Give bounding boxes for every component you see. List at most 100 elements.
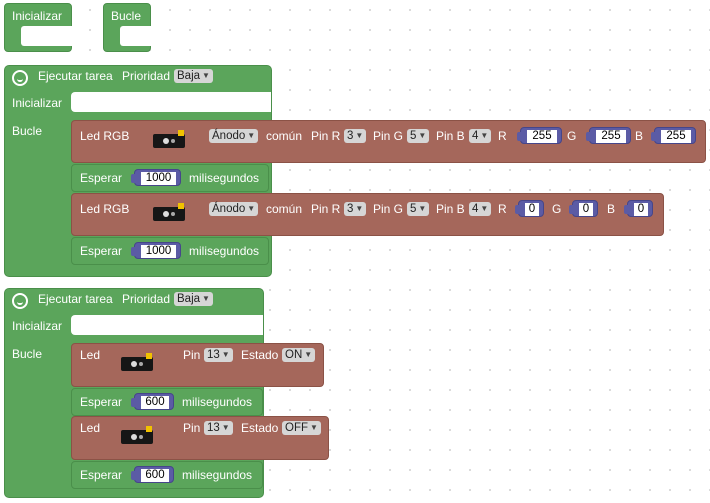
g-value[interactable]: 255	[596, 130, 626, 143]
pin-r-label: Pin R	[311, 129, 341, 143]
state-dropdown[interactable]: ON▼	[282, 348, 316, 362]
led-rgb-block-2[interactable]: Led RGB Ánodo▼ común Pin R 3▼ Pin G 5▼ P…	[71, 193, 664, 236]
pin-dropdown[interactable]: 13▼	[204, 348, 233, 362]
bucle-block-label: Bucle	[111, 9, 142, 23]
pin-b-value: 4	[472, 130, 479, 142]
pin-b-dropdown[interactable]: 4▼	[469, 202, 492, 216]
chevron-down-icon: ▼	[202, 294, 210, 303]
pin-value: 13	[207, 422, 220, 434]
r-value[interactable]: 255	[527, 130, 557, 143]
g-number-block[interactable]: 0	[569, 200, 598, 217]
state-value: ON	[285, 349, 303, 361]
common-label: común	[266, 129, 303, 143]
r-label: R	[498, 202, 507, 216]
wait-value[interactable]: 1000	[141, 172, 176, 185]
wait-value[interactable]: 1000	[141, 245, 176, 258]
anode-dropdown[interactable]: Ánodo▼	[209, 202, 259, 216]
chevron-down-icon: ▼	[247, 204, 256, 213]
led-rgb-label: Led RGB	[80, 129, 130, 143]
pin-value: 13	[207, 349, 220, 361]
inicializar-block[interactable]: Inicializar	[4, 3, 72, 52]
chevron-down-icon: ▼	[304, 350, 313, 359]
pin-r-dropdown[interactable]: 3▼	[344, 202, 367, 216]
wait-block-1[interactable]: Esperar 1000 milisegundos	[71, 164, 269, 192]
led-label: Led	[80, 421, 101, 435]
wait-unit-label: milisegundos	[182, 468, 253, 482]
wait-label: Esperar	[80, 468, 123, 482]
chevron-down-icon: ▼	[221, 423, 230, 432]
state-dropdown[interactable]: OFF▼	[282, 421, 321, 435]
priority-value: Baja	[177, 293, 201, 305]
wait-unit-label: milisegundos	[182, 395, 253, 409]
pin-g-label: Pin G	[373, 129, 404, 143]
b-value[interactable]: 255	[661, 130, 691, 143]
led-block-2[interactable]: Led Pin 13▼ Estado OFF▼	[71, 416, 329, 460]
common-label: común	[266, 202, 303, 216]
chevron-down-icon: ▼	[247, 131, 256, 140]
task-header-label: Ejecutar tarea	[38, 292, 113, 306]
wait-number-block[interactable]: 600	[131, 393, 174, 410]
pin-b-dropdown[interactable]: 4▼	[469, 129, 492, 143]
wait-number-block[interactable]: 1000	[131, 242, 181, 259]
loop-label: Bucle	[12, 124, 43, 138]
chevron-down-icon: ▼	[355, 204, 364, 213]
task-cycle-icon	[12, 293, 28, 309]
g-number-block[interactable]: 255	[586, 127, 631, 144]
g-value[interactable]: 0	[579, 203, 593, 216]
b-number-block[interactable]: 255	[651, 127, 696, 144]
anode-dropdown[interactable]: Ánodo▼	[209, 129, 259, 143]
b-value[interactable]: 0	[634, 203, 648, 216]
loop-label: Bucle	[12, 347, 43, 361]
statement-slot	[21, 26, 72, 46]
r-value[interactable]: 0	[525, 203, 539, 216]
wait-block-3[interactable]: Esperar 600 milisegundos	[71, 388, 263, 416]
pin-r-value: 3	[347, 130, 354, 142]
pin-r-dropdown[interactable]: 3▼	[344, 129, 367, 143]
pin-g-label: Pin G	[373, 202, 404, 216]
r-number-block[interactable]: 0	[515, 200, 544, 217]
r-number-block[interactable]: 255	[517, 127, 562, 144]
task-header-1: Ejecutar tarea Prioridad Baja▼	[5, 66, 220, 88]
b-label: B	[607, 202, 616, 216]
pin-g-dropdown[interactable]: 5▼	[407, 202, 430, 216]
priority-label: Prioridad	[122, 292, 171, 306]
led-board-icon	[121, 353, 153, 371]
statement-slot	[120, 26, 151, 46]
wait-number-block[interactable]: 600	[131, 466, 174, 483]
priority-value: Baja	[177, 70, 201, 82]
init-label: Inicializar	[12, 319, 63, 333]
pin-g-dropdown[interactable]: 5▼	[407, 129, 430, 143]
priority-dropdown[interactable]: Baja▼	[174, 292, 213, 306]
led-board-icon	[153, 130, 185, 148]
task-header-2: Ejecutar tarea Prioridad Baja▼	[5, 289, 220, 311]
task-header-label: Ejecutar tarea	[38, 69, 113, 83]
b-label: B	[635, 129, 644, 143]
bucle-block[interactable]: Bucle	[103, 3, 151, 52]
pin-label: Pin	[183, 348, 201, 362]
b-number-block[interactable]: 0	[624, 200, 653, 217]
priority-dropdown[interactable]: Baja▼	[174, 69, 213, 83]
pin-dropdown[interactable]: 13▼	[204, 421, 233, 435]
led-block-1[interactable]: Led Pin 13▼ Estado ON▼	[71, 343, 324, 387]
state-label: Estado	[241, 421, 279, 435]
wait-block-2[interactable]: Esperar 1000 milisegundos	[71, 237, 269, 265]
led-rgb-block-1[interactable]: Led RGB Ánodo▼ común Pin R 3▼ Pin G 5▼ P…	[71, 120, 706, 163]
state-value: OFF	[285, 422, 308, 434]
task-cycle-icon	[12, 70, 28, 86]
chevron-down-icon: ▼	[355, 131, 364, 140]
wait-number-block[interactable]: 1000	[131, 169, 181, 186]
chevron-down-icon: ▼	[480, 131, 489, 140]
pin-b-label: Pin B	[436, 129, 465, 143]
pin-b-value: 4	[472, 203, 479, 215]
wait-block-4[interactable]: Esperar 600 milisegundos	[71, 461, 263, 489]
g-label: G	[567, 129, 577, 143]
pin-g-value: 5	[410, 130, 417, 142]
wait-value[interactable]: 600	[141, 396, 169, 409]
pin-g-value: 5	[410, 203, 417, 215]
wait-value[interactable]: 600	[141, 469, 169, 482]
anode-value: Ánodo	[212, 203, 246, 215]
chevron-down-icon: ▼	[480, 204, 489, 213]
chevron-down-icon: ▼	[221, 350, 230, 359]
wait-label: Esperar	[80, 244, 123, 258]
init-slot	[71, 315, 263, 335]
